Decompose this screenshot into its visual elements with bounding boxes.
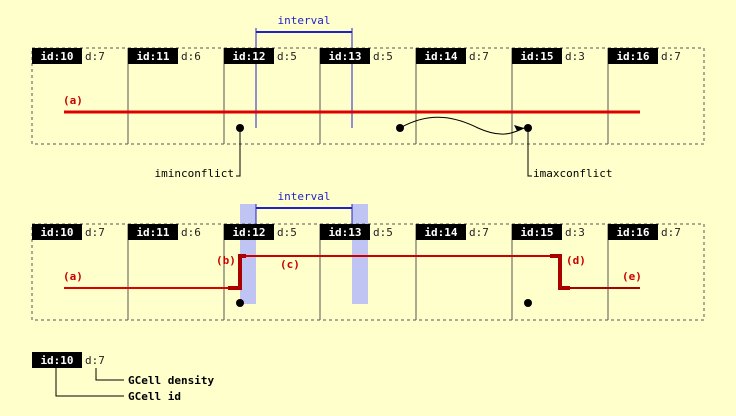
top-cell-id: id:10 [40,50,73,63]
bottom-cell-id: id:13 [328,226,361,239]
bottom-cell-id: id:15 [520,226,553,239]
bottom-segment-e-label: (e) [622,270,642,283]
bottom-segment-a-label: (a) [63,270,83,283]
legend-id-leader [55,368,124,397]
legend-id-label: GCell id [128,390,181,403]
top-cell-5: id:15 d:3 [511,47,609,145]
legend-density-label: GCell density [128,374,214,387]
bottom-dogleg-b [228,254,246,290]
bottom-cell-density: d:5 [373,226,393,239]
bottom-cell-id-badge [128,224,178,240]
bottom-cell-density: d:5 [277,226,297,239]
bottom-cell-density: d:7 [469,226,489,239]
bottom-cell-id-badge [320,224,370,240]
bottom-cell-1: id:11 d:6 [127,223,225,321]
top-cell-density: d:6 [181,50,201,63]
legend-density-leader [95,368,124,381]
bottom-diagram: interval id:10 d:7 id:11 d:6 id:12 d:5 i… [31,190,705,321]
imaxconflict-label: imaxconflict [533,167,612,180]
bottom-cell-id-badge [512,224,562,240]
bottom-dogleg-d-label: (d) [566,254,586,267]
bottom-dogleg-b-label: (b) [216,254,236,267]
top-cell-density: d:7 [469,50,489,63]
bottom-right-dot [524,299,532,307]
bottom-interval-label: interval [278,190,331,203]
top-cell-density: d:5 [373,50,393,63]
conflict-arrowhead [514,125,524,131]
top-cell-id-badge [608,48,658,64]
top-cell-id-badge [512,48,562,64]
bottom-cell-density: d:7 [661,226,681,239]
iminconflict-label: iminconflict [155,167,234,180]
top-cell-id: id:11 [136,50,169,63]
bottom-cell-5: id:15 d:3 [511,223,609,321]
bottom-cell-4: id:14 d:7 [415,223,513,321]
bottom-cell-2: id:12 d:5 [223,223,321,321]
top-interval-label: interval [278,14,331,27]
top-cell-id-badge [128,48,178,64]
bottom-cell-id-badge [608,224,658,240]
top-cell-id: id:15 [520,50,553,63]
top-cell-id-badge [416,48,466,64]
conflict-move-curve [399,116,525,135]
top-cell-id: id:14 [424,50,457,63]
legend-id-badge [32,352,82,368]
top-cell-6: id:16 d:7 [607,47,705,145]
bottom-cell-id-badge [224,224,274,240]
top-cell-density: d:7 [85,50,105,63]
top-cell-id-badge [32,48,82,64]
top-cell-0: id:10 d:7 [31,47,129,145]
bottom-left-dot [236,299,244,307]
bottom-cell-id-badge [32,224,82,240]
bottom-cell-id: id:11 [136,226,169,239]
bottom-cell-id: id:12 [232,226,265,239]
top-cell-density: d:5 [277,50,297,63]
bottom-interval-shade-right [352,204,368,304]
top-segment-a-label: (a) [63,94,83,107]
bottom-cell-6: id:16 d:7 [607,223,705,321]
bottom-cell-density: d:3 [565,226,585,239]
bottom-cell-id-badge [416,224,466,240]
top-cell-id: id:16 [616,50,649,63]
legend-id: id:10 [40,354,73,367]
top-cell-id: id:12 [232,50,265,63]
top-cell-density: d:3 [565,50,585,63]
top-cell-3: id:13 d:5 [319,47,417,145]
bottom-cell-density: d:7 [85,226,105,239]
top-diagram: interval id:10 d:7 id:11 d:6 id:12 d:5 i… [31,14,705,180]
bottom-dogleg-d [550,254,570,290]
bottom-cell-id: id:16 [616,226,649,239]
top-cell-id-badge [320,48,370,64]
iminconflict-leader [236,128,241,177]
legend: id:10 d:7 GCell density GCell id [32,352,214,403]
bottom-cell-density: d:6 [181,226,201,239]
top-cell-id-badge [224,48,274,64]
top-cell-density: d:7 [661,50,681,63]
top-cell-4: id:14 d:7 [415,47,513,145]
bottom-cell-id: id:14 [424,226,457,239]
top-cell-1: id:11 d:6 [127,47,225,145]
bottom-cell-0: id:10 d:7 [31,223,129,321]
legend-density: d:7 [85,354,105,367]
bottom-cell-id: id:10 [40,226,73,239]
imaxconflict-leader [527,128,532,177]
top-cell-id: id:13 [328,50,361,63]
bottom-segment-c-label: (c) [280,258,300,271]
